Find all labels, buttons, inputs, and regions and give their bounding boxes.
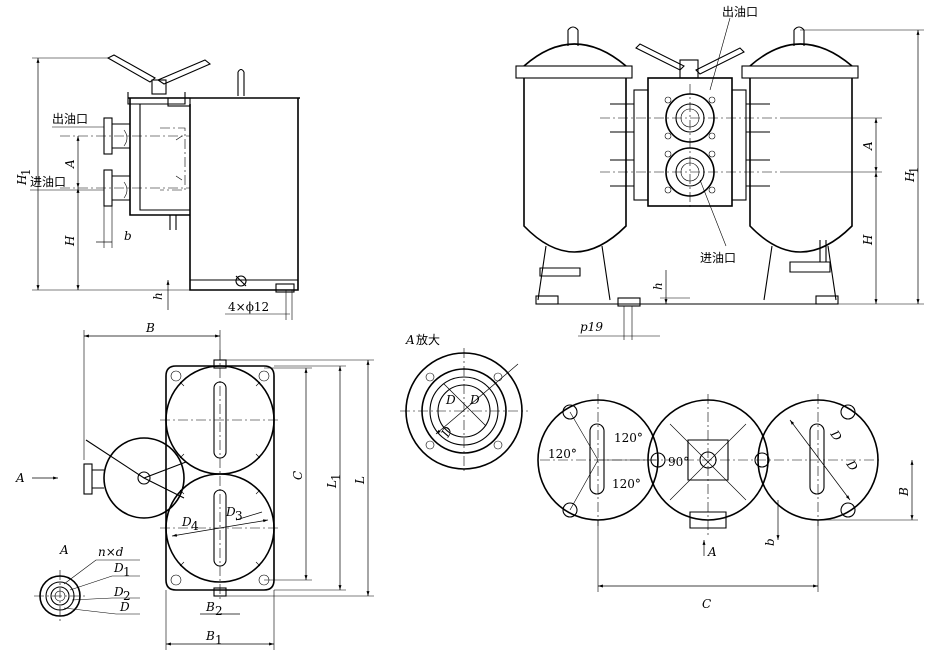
- dim-H1-label: H: [15, 174, 29, 186]
- dim-D2-label: D: [113, 585, 124, 599]
- handle-icon: [106, 54, 212, 95]
- side-view-labels: 出油口 进油口 H 1 A H b h 4×ϕ12: [15, 112, 269, 314]
- holes-label: 4×ϕ12: [228, 300, 269, 314]
- subscript-1: 1: [19, 168, 33, 176]
- dim-B1-label: B: [205, 629, 215, 643]
- arrow-A-plan: A: [707, 545, 717, 559]
- right-tank: [741, 26, 859, 305]
- enlarge-A-label: A: [405, 333, 415, 347]
- dim-C-plan: C: [702, 597, 711, 611]
- dim-A-label: A: [63, 159, 77, 169]
- top-plan-labels: 120° 120° 120° 90° D D C B b A: [548, 427, 911, 611]
- subscript-1-3: 1: [329, 473, 343, 481]
- dim-H-label: H: [63, 235, 77, 247]
- front-view-labels: 出油口 进油口 H 1 A H h p19: [580, 5, 921, 334]
- plan-view-labels: B C L 1 L D 4 D 3 B 2 B 1 A: [15, 321, 367, 647]
- angle-120-label-3: 120°: [612, 477, 641, 491]
- dim-B2-label: B: [205, 600, 215, 614]
- left-tank: [515, 26, 633, 305]
- dim-b-label: b: [124, 229, 132, 243]
- dim-C-label: C: [291, 471, 305, 480]
- angle-90-label: 90°: [668, 455, 689, 469]
- inlet-label-2: 进油口: [700, 251, 736, 265]
- dim-D3-label: D: [225, 505, 236, 519]
- enlarge-label: 放大: [416, 332, 440, 347]
- flange-spec-label: n×d: [98, 545, 124, 559]
- dim-L1-label: L: [325, 480, 339, 489]
- subscript-4: 4: [191, 519, 199, 533]
- dim-D4-label: D: [181, 515, 192, 529]
- subscript-1-2: 1: [907, 166, 921, 174]
- dim-B-label: B: [145, 321, 155, 335]
- side-view: [32, 54, 300, 320]
- dim-b-plan: b: [763, 538, 777, 546]
- plan-view: [32, 330, 374, 650]
- front-view: [515, 17, 924, 340]
- outlet-label-1: 出油口: [52, 112, 88, 126]
- dim-D4-plan: D: [827, 427, 845, 444]
- dim-D2-enl: D: [469, 393, 480, 407]
- dim-H1-label-2: H: [903, 171, 917, 183]
- enlarged-flange-labels: A 放大 D D D: [405, 332, 480, 440]
- angle-120-label-1: 120°: [614, 431, 643, 445]
- flange-detail-labels: A n×d D 1 D 2 D: [59, 543, 131, 614]
- dim-D-enl: D: [438, 424, 456, 441]
- arrow-A-label: A: [15, 471, 25, 485]
- dim-A-label-2: A: [861, 141, 875, 151]
- view-A-label: A: [59, 543, 69, 557]
- inlet-label-1: 进油口: [30, 175, 66, 189]
- top-plan-view: [537, 394, 918, 592]
- flange-detail: [34, 559, 140, 622]
- subscript-1-4: 1: [215, 633, 223, 647]
- subscript-3: 3: [235, 509, 243, 523]
- outlet-label-2: 出油口: [722, 5, 758, 19]
- dim-L-label: L: [353, 476, 367, 485]
- dim-D1-label: D: [113, 561, 124, 575]
- dim-h-label-2: h: [651, 282, 665, 290]
- subscript-2-2: 2: [123, 589, 131, 603]
- dim-B-plan: B: [897, 487, 911, 497]
- dim-D1-enl: D: [445, 393, 456, 407]
- enlarged-flange: [400, 348, 528, 474]
- angle-120-label-2: 120°: [548, 447, 577, 461]
- subscript-1-5: 1: [123, 565, 131, 579]
- dim-D3-plan: D: [843, 457, 861, 474]
- subscript-2: 2: [215, 604, 223, 618]
- pitch-label: p19: [580, 320, 603, 334]
- dim-D-label: D: [119, 600, 130, 614]
- dim-h-label-1: h: [151, 292, 165, 300]
- dim-H-label-2: H: [861, 234, 875, 246]
